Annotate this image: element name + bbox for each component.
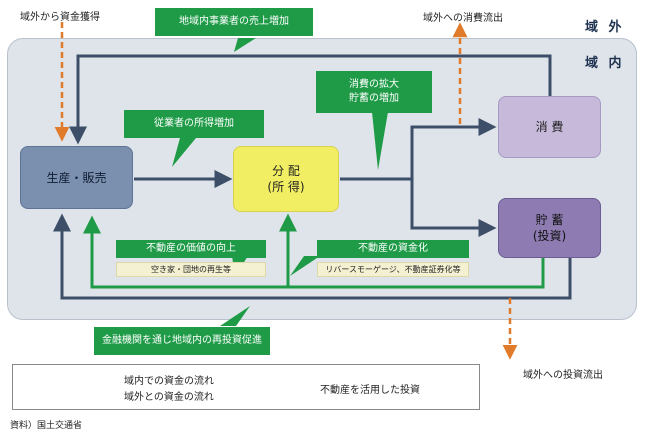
external-consumption-out-label: 域外への消費流出 <box>423 13 503 24</box>
callout-pointer-income <box>172 138 196 167</box>
external-investment-out-label: 域外への投資流出 <box>523 370 603 381</box>
loop-consumption-to-production <box>69 54 552 145</box>
savings-box: 貯 蓄 (投資) <box>498 198 601 258</box>
savings-label: 貯 蓄 <box>535 213 564 227</box>
callout-pointer-securitization <box>290 256 320 276</box>
callout-property-value-text: 不動産の価値の向上 <box>146 243 236 254</box>
distribution-sublabel: (所 得) <box>267 180 305 194</box>
callout-pointer-reinvestment <box>220 306 250 326</box>
callout-pointer-sales <box>234 38 256 52</box>
callout-sales-text: 地域内事業者の売上増加 <box>179 16 289 27</box>
production-label: 生産・販売 <box>46 170 107 185</box>
callout-consumption-line2: 貯蓄の増加 <box>349 93 399 104</box>
consumption-label: 消 費 <box>535 120 564 134</box>
arrow-distribution-to-savings <box>410 179 497 237</box>
callout-reinvestment: 金融機関を通じ地域内の再投資促進 <box>94 327 270 355</box>
callout-reinvestment-text: 金融機関を通じ地域内の再投資促進 <box>102 335 262 346</box>
callout-securitization: 不動産の資金化 <box>317 240 469 258</box>
external-funds-in-label: 域外から資金獲得 <box>20 12 100 23</box>
source-note: 資料）国土交通省 <box>10 421 83 431</box>
legend-external-label: 域外との資金の流れ <box>124 392 214 403</box>
production-box: 生産・販売 <box>20 146 133 209</box>
callout-consumption-increase: 消費の拡大 貯蓄の増加 <box>316 71 432 113</box>
distribution-box: 分 配 (所 得) <box>233 146 339 212</box>
savings-sublabel: (投資) <box>532 229 567 243</box>
outside-region-label: 域 外 <box>585 20 625 35</box>
callout-income-text: 従業者の所得増加 <box>154 118 234 129</box>
callout-securitization-subtext: リバースモーゲージ、不動産証券化等 <box>325 265 461 274</box>
inside-region-label: 域 内 <box>585 56 625 71</box>
callout-securitization-sub: リバースモーゲージ、不動産証券化等 <box>317 262 469 277</box>
callout-property-value-sub: 空き家・団地の再生等 <box>116 262 266 277</box>
distribution-label: 分 配 <box>272 164 300 178</box>
callout-consumption-line1: 消費の拡大 <box>349 79 399 90</box>
green-flow-to-production <box>83 215 545 289</box>
arrow-distribution-split <box>340 118 497 181</box>
callout-property-value: 不動産の価値の向上 <box>116 240 266 258</box>
consumption-box: 消 費 <box>498 96 601 158</box>
callout-income-increase: 従業者の所得増加 <box>124 110 264 138</box>
legend-internal-label: 域内での資金の流れ <box>124 376 214 387</box>
callout-securitization-text: 不動産の資金化 <box>358 243 428 254</box>
callout-sales-increase: 地域内事業者の売上増加 <box>155 8 313 36</box>
legend-real-estate-label: 不動産を活用した投資 <box>320 385 420 396</box>
callout-property-value-subtext: 空き家・団地の再生等 <box>151 265 231 274</box>
legend-box <box>12 364 480 410</box>
callout-pointer-consumption <box>372 112 388 170</box>
loop-savings-to-production <box>53 213 572 300</box>
